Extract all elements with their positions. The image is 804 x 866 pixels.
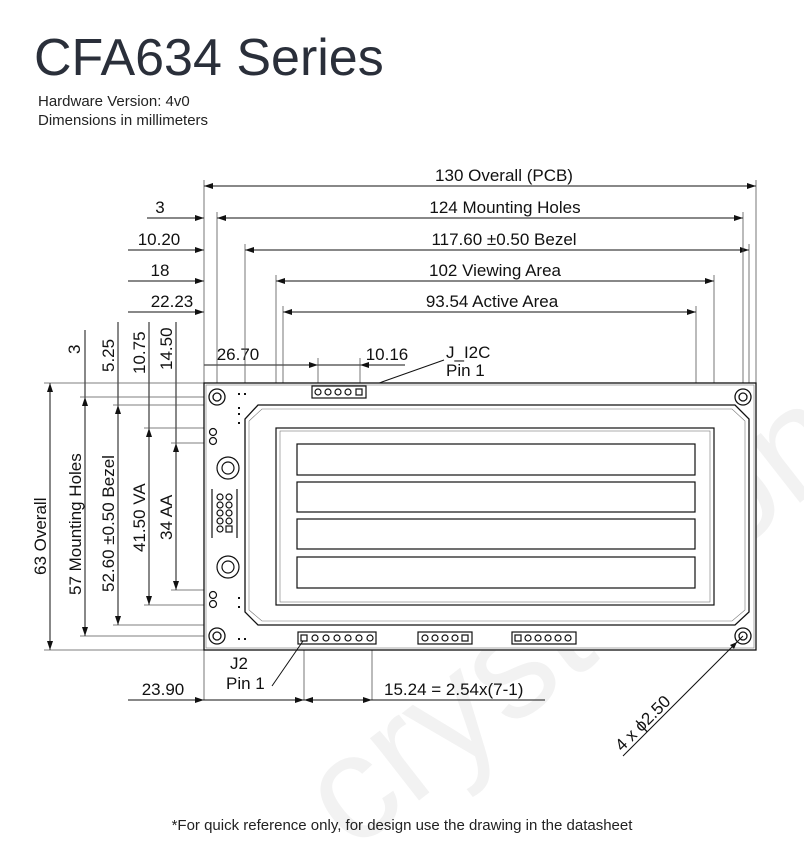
- left-components: [208, 427, 240, 609]
- dim-overall-pcb: 130 Overall (PCB): [435, 166, 573, 185]
- dim-bezel-v: 52.60 ±0.50 Bezel: [99, 455, 118, 592]
- dim-overall-v: 63 Overall: [31, 498, 50, 575]
- dim-va-v: 41.50 VA: [130, 483, 149, 552]
- dim-j2-pitch: 15.24 = 2.54x(7-1): [384, 680, 523, 699]
- horizontal-dimensions: 130 Overall (PCB) 3 124 Mounting Holes 1…: [128, 166, 756, 389]
- j2-connector: [297, 631, 377, 645]
- dim-mounting-holes-h: 124 Mounting Holes: [429, 198, 580, 217]
- j-i2c-connector: [311, 385, 367, 399]
- footer-note: *For quick reference only, for design us…: [171, 817, 633, 834]
- page-title: CFA634 Series: [34, 29, 384, 87]
- label-pin1-top: Pin 1: [446, 361, 485, 380]
- dim-conn-offset: 26.70: [217, 345, 260, 364]
- dim-active-area-h: 93.54 Active Area: [426, 292, 559, 311]
- dim-viewing-area-h: 102 Viewing Area: [429, 261, 562, 280]
- dim-conn-pitch-offset: 10.16: [366, 345, 409, 364]
- dim-v-bezel: 5.25: [99, 339, 118, 372]
- mounting-hole: [734, 388, 752, 406]
- label-pin1-bottom: Pin 1: [226, 674, 265, 693]
- dim-viewing-offset: 18: [151, 261, 170, 280]
- dim-hole-diameter: 4 x ϕ2.50: [611, 692, 674, 755]
- small-pads: [238, 393, 246, 640]
- bottom-connector: [417, 631, 473, 645]
- mounting-hole: [734, 627, 752, 645]
- dim-bezel-h: 117.60 ±0.50 Bezel: [431, 230, 576, 249]
- dim-v-aa: 14.50: [157, 327, 176, 370]
- units-note: Dimensions in millimeters: [38, 112, 209, 129]
- dim-bezel-offset: 10.20: [138, 230, 181, 249]
- dim-active-offset: 22.23: [151, 292, 194, 311]
- bottom-connector: [511, 631, 577, 645]
- label-j-i2c: J_I2C: [446, 343, 490, 362]
- dim-mounting-holes-v: 57 Mounting Holes: [66, 453, 85, 595]
- vertical-dimensions: 63 Overall 57 Mounting Holes 3 52.60 ±0.…: [31, 322, 179, 650]
- dim-mount-offset: 3: [155, 198, 164, 217]
- dim-v-mount: 3: [65, 345, 84, 354]
- mounting-hole: [208, 388, 226, 406]
- dim-aa-v: 34 AA: [157, 494, 176, 540]
- label-j2: J2: [230, 654, 248, 673]
- hardware-version: Hardware Version: 4v0: [38, 93, 190, 110]
- dim-j2-offset: 23.90: [142, 680, 185, 699]
- pcb-board: [203, 382, 757, 651]
- dim-v-va: 10.75: [130, 331, 149, 374]
- mounting-hole: [208, 627, 226, 645]
